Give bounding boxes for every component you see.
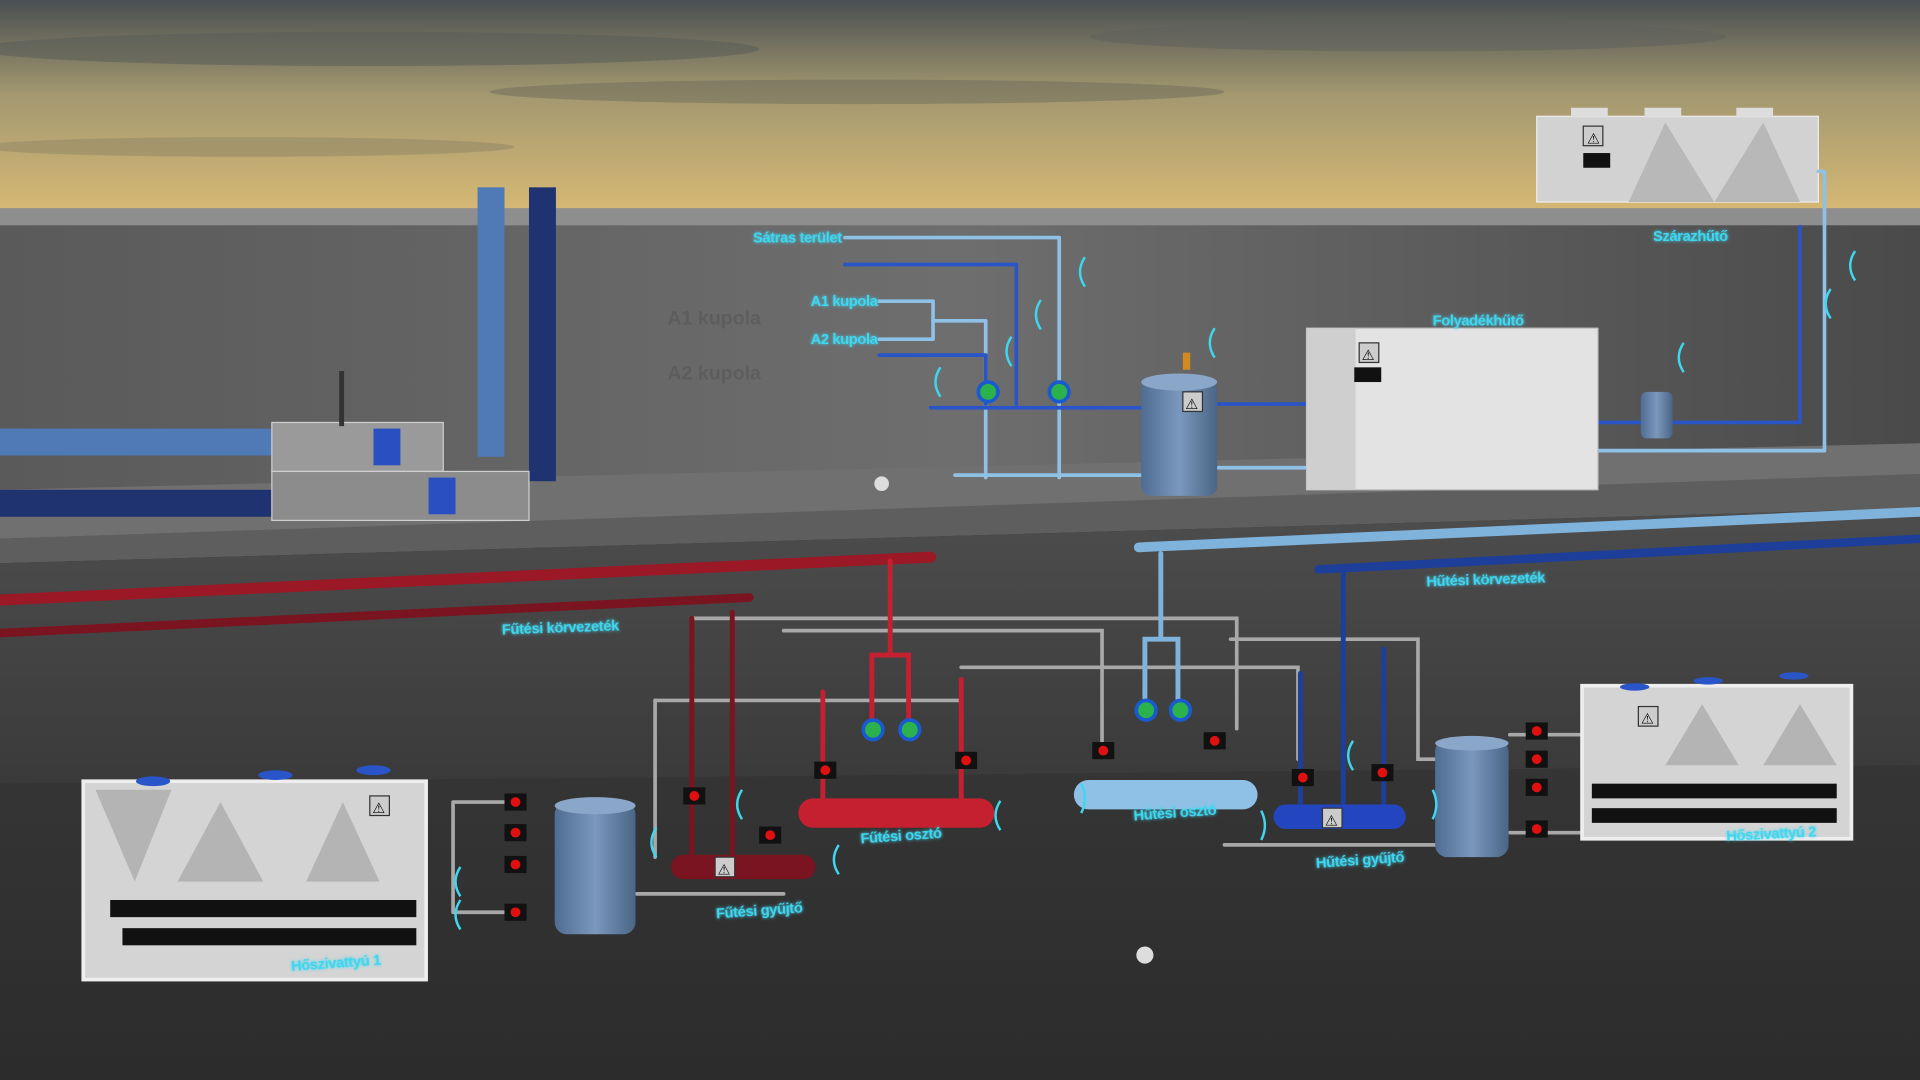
label-a2-kupola[interactable]: A2 kupola (811, 332, 879, 348)
pump-icon[interactable] (898, 718, 922, 742)
warning-icon: ⚠ (1325, 813, 1338, 829)
label-hutesi-oszto[interactable]: Hűtési osztó (1133, 803, 1217, 825)
pump-icon[interactable] (976, 380, 1000, 404)
label-szarazhuto[interactable]: Szárazhűtő (1653, 229, 1728, 245)
shadow-label-a2: A2 kupola (667, 363, 762, 385)
heat-pump-1[interactable]: ⚠ (81, 765, 428, 982)
warning-icon: ⚠ (1185, 397, 1198, 413)
chiller-unit[interactable]: ⚠ (1305, 327, 1599, 491)
warning-icon: ⚠ (1587, 131, 1600, 147)
shadow-label-a1: A1 kupola (667, 307, 762, 329)
warning-icon: ⚠ (1362, 348, 1375, 364)
warning-icon: ⚠ (372, 801, 385, 817)
heat-pump-2[interactable]: ⚠ (1580, 672, 1854, 841)
label-satras-terulet[interactable]: Sátras terület (753, 230, 843, 246)
dry-cooler-unit[interactable]: ⚠ (1536, 107, 1819, 203)
viewpoint-icon[interactable] (874, 476, 889, 492)
warning-icon: ⚠ (1641, 712, 1654, 728)
label-hoszivattyu-2[interactable]: Hőszivattyú 2 (1726, 825, 1817, 846)
buffer-tank-upper[interactable]: ⚠ (1141, 352, 1218, 496)
buffer-tank-cooling[interactable] (1435, 735, 1509, 858)
label-hutesi-gyujto[interactable]: Hűtési gyűjtő (1315, 850, 1405, 872)
label-futesi-oszto[interactable]: Fűtési osztó (860, 826, 943, 848)
pump-icon[interactable] (861, 718, 885, 742)
cooling-collector[interactable]: ⚠ (1273, 804, 1406, 829)
label-a1-kupola[interactable]: A1 kupola (811, 294, 879, 310)
label-futesi-gyujto[interactable]: Fűtési gyűjtő (715, 900, 803, 922)
label-folyadekhuto[interactable]: Folyadékhűtő (1433, 314, 1525, 330)
label-hutesi-korvezetek[interactable]: Hűtési körvezeték (1426, 570, 1546, 590)
heating-distributor[interactable] (798, 798, 995, 828)
air-handling-unit[interactable] (271, 371, 530, 522)
pump-icon[interactable] (1047, 380, 1071, 404)
buffer-tank-heating[interactable] (554, 797, 636, 935)
viewpoint-icon[interactable] (1136, 946, 1154, 964)
pump-icon[interactable] (1134, 698, 1158, 722)
warning-icon: ⚠ (718, 862, 731, 878)
sensor-icons-lower (454, 740, 1589, 931)
cooling-distributor[interactable] (1073, 780, 1258, 810)
label-hoszivattyu-1[interactable]: Hőszivattyú 1 (291, 953, 382, 975)
temperature-sensors (504, 722, 1548, 921)
sensor-icons-upper (934, 250, 1857, 398)
pump-icon[interactable] (1168, 698, 1193, 722)
label-futesi-korvezetek[interactable]: Fűtési körvezeték (502, 618, 621, 638)
heating-collector[interactable]: ⚠ (671, 854, 816, 880)
